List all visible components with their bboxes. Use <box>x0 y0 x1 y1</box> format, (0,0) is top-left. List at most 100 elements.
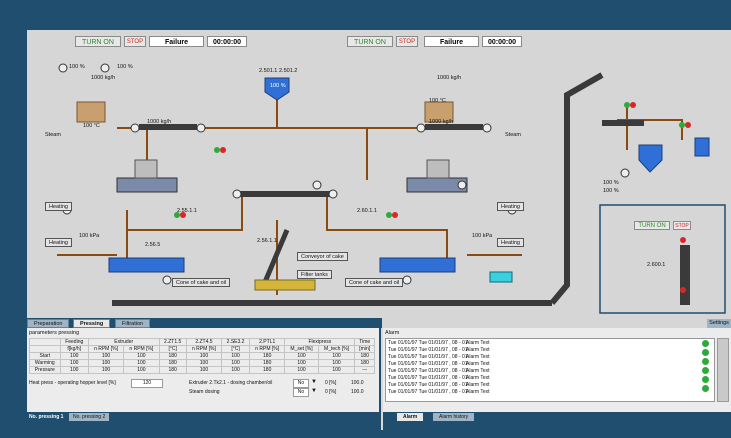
tab-pressing-2[interactable]: No. pressing 2 <box>69 413 110 421</box>
stop-button-right[interactable]: STOP <box>396 36 418 47</box>
table-cell[interactable]: 180 <box>249 352 286 360</box>
right-code: 2.60.1.1 <box>357 208 377 214</box>
table-subheader-cell: n RPM [%] <box>185 345 223 353</box>
alarm-row-time[interactable]: Tue 01/01/97 Tue 01/01/97 , 08 - 01 <box>388 389 468 395</box>
dosing-select[interactable]: No <box>293 388 309 397</box>
alarm-row-time[interactable]: Tue 01/01/97 Tue 01/01/97 , 08 - 01 <box>388 340 468 346</box>
table-cell[interactable]: 100 <box>284 366 319 374</box>
table-cell[interactable]: --- <box>354 366 375 374</box>
mini-percent-b: 100 % <box>603 188 619 194</box>
tab-settings[interactable]: Settings <box>707 319 731 328</box>
right-temp: 100 °C <box>429 98 446 104</box>
filter-tanks-button[interactable]: Filter tanks <box>297 270 332 279</box>
tab-filtration[interactable]: Filtration <box>115 319 151 328</box>
table-cell[interactable]: 100 <box>59 352 89 360</box>
table-subheader-cell <box>29 345 61 353</box>
ack-icon[interactable] <box>702 340 709 347</box>
table-cell[interactable]: 100 <box>185 359 223 367</box>
ack-icon[interactable] <box>702 376 709 383</box>
alarm-row-text: Alarm Text <box>466 389 490 395</box>
table-cell[interactable]: 100 <box>317 352 356 360</box>
alarm-row-time[interactable]: Tue 01/01/97 Tue 01/01/97 , 08 - 01 <box>388 382 468 388</box>
turn-on-button-left[interactable]: TURN ON <box>75 36 121 47</box>
table-cell[interactable]: 100 <box>87 366 125 374</box>
cake-oil-button-right[interactable]: Cone of cake and oil <box>345 278 404 287</box>
table-cell[interactable]: 100 <box>185 352 223 360</box>
hopper-level-input[interactable]: 120 <box>131 379 163 388</box>
tab-pressing-1[interactable]: No. pressing 1 <box>29 414 64 420</box>
table-cell[interactable]: 100 <box>59 366 89 374</box>
right-ratio: 1000 kg/h <box>437 75 462 81</box>
table-cell[interactable]: 180 <box>354 352 375 360</box>
table-row: Pressure 100 100 100 180 100 100 180 100… <box>29 366 375 374</box>
ack-icon[interactable] <box>702 367 709 374</box>
extruder-select[interactable]: No <box>293 379 309 388</box>
table-cell[interactable]: 180 <box>158 359 187 367</box>
ack-icon[interactable] <box>702 385 709 392</box>
table-header-cell: Flexipress <box>284 338 356 346</box>
row-name: Warming <box>29 359 61 367</box>
filter-icon: ▼ <box>311 379 317 385</box>
alarm-row-time[interactable]: Tue 01/01/97 Tue 01/01/97 , 08 - 01 <box>388 354 468 360</box>
tab-alarm-history[interactable]: Alarm history <box>433 413 475 421</box>
turn-on-button-right[interactable]: TURN ON <box>347 36 393 47</box>
steam-label-left: Steam <box>45 132 61 138</box>
status-box-right: Failure <box>424 36 479 47</box>
mini-turn-on-button[interactable]: TURN ON <box>634 221 670 230</box>
hopper-value-b: 2.501.2 <box>279 68 298 74</box>
extruder-value: 100.0 <box>351 380 364 386</box>
table-cell[interactable]: 180 <box>249 359 286 367</box>
table-cell[interactable]: 100 <box>123 359 160 367</box>
cake-oil-button-left[interactable]: Cone of cake and oil <box>172 278 231 287</box>
mini-code: 2.600.1 <box>647 262 666 268</box>
table-subheader-row: f[kg/h] n RPM [%] n RPM [%] [°C] n RPM [… <box>29 345 375 353</box>
heating-button-left-top[interactable]: Heating <box>45 202 72 211</box>
table-cell[interactable]: 180 <box>249 366 286 374</box>
table-cell[interactable]: 100 <box>221 352 251 360</box>
table-cell[interactable]: 100 <box>123 366 160 374</box>
table-cell[interactable]: 100 <box>87 359 125 367</box>
tab-alarm[interactable]: Alarm <box>397 413 424 421</box>
alarm-row-time[interactable]: Tue 01/01/97 Tue 01/01/97 , 08 - 01 <box>388 347 468 353</box>
heating-button-right-top[interactable]: Heating <box>497 202 524 211</box>
tab-pressing[interactable]: Pressing <box>73 319 111 328</box>
heating-button-left-bottom[interactable]: Heating <box>45 238 72 247</box>
table-cell[interactable]: 100 <box>123 352 160 360</box>
table-cell[interactable]: 100 <box>59 359 89 367</box>
table-cell[interactable]: 180 <box>158 366 187 374</box>
table-cell[interactable]: 180 <box>158 352 187 360</box>
hopper-value-a: 2.501.1 <box>259 68 278 74</box>
center-code-c: 2.56.5 <box>145 242 161 248</box>
conveyor-cake-button[interactable]: Conveyor of cake <box>297 252 348 261</box>
row-name: Start <box>29 352 61 360</box>
table-cell[interactable]: 100 <box>221 359 251 367</box>
stop-button-left[interactable]: STOP <box>124 36 146 47</box>
table-cell[interactable]: 100 <box>284 359 319 367</box>
table-cell[interactable]: 100 <box>284 352 319 360</box>
table-cell[interactable]: 100 <box>317 366 356 374</box>
dosing-value: 100.0 <box>351 389 364 395</box>
alarm-row-time[interactable]: Tue 01/01/97 Tue 01/01/97 , 08 - 01 <box>388 375 468 381</box>
status-lamps <box>174 102 691 293</box>
table-cell[interactable]: 100 <box>185 366 223 374</box>
timer-box-right: 00:00:00 <box>482 36 522 47</box>
mini-stop-button[interactable]: STOP <box>673 221 691 230</box>
table-cell[interactable]: 100 <box>317 359 356 367</box>
alarm-row-time[interactable]: Tue 01/01/97 Tue 01/01/97 , 08 - 01 <box>388 361 468 367</box>
ack-icon[interactable] <box>702 358 709 365</box>
alarm-row-time[interactable]: Tue 01/01/97 Tue 01/01/97 , 08 - 01 <box>388 368 468 374</box>
heating-button-right-bottom[interactable]: Heating <box>497 238 524 247</box>
table-header-cell: 2.ZT1.5 <box>158 338 187 346</box>
ack-icon[interactable] <box>702 349 709 356</box>
alarm-scrollbar[interactable] <box>717 338 729 402</box>
tab-preparation[interactable]: Preparation <box>27 319 70 328</box>
left-ratio: 1000 kg/h <box>91 75 116 81</box>
table-cell[interactable]: 180 <box>354 359 375 367</box>
alarm-row-text: Alarm Text <box>466 340 490 346</box>
center-code-a: 2.55.1.1 <box>177 208 197 214</box>
table-cell[interactable]: 100 <box>221 366 251 374</box>
table-subheader-cell: n RPM [%] <box>87 345 125 353</box>
alarm-tab-strip: Alarm Alarm history <box>383 412 731 430</box>
left-rpm: 1000 kg/h <box>147 119 172 125</box>
table-cell[interactable]: 100 <box>87 352 125 360</box>
